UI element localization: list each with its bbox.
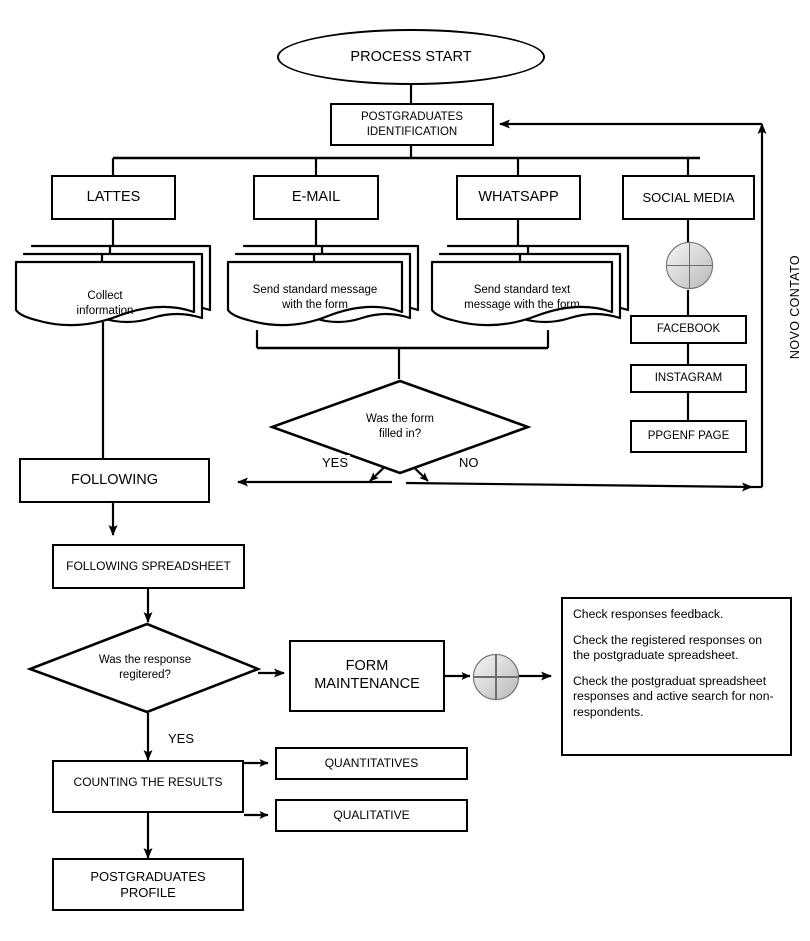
note-panel-check-responses: Check responses feedback. Check the regi… [561, 597, 792, 756]
node-label-wrap: Send standard text message with the form [432, 268, 612, 328]
node-label: PROCESS START [350, 49, 472, 65]
node-label-wrap: Was the response regitered? [49, 622, 241, 714]
node-postgraduates-identification[interactable]: POSTGRADUATES IDENTIFICATION [330, 103, 494, 146]
node-label-wrap: Send standard message with the form [228, 268, 402, 328]
node-label: FOLLOWING [70, 471, 158, 488]
node-lattes[interactable]: LATTES [51, 175, 176, 220]
node-facebook[interactable]: FACEBOOK [630, 315, 747, 344]
node-collect-information[interactable]: Collect information [10, 240, 225, 330]
node-following[interactable]: FOLLOWING [19, 458, 210, 503]
node-counting-the-results[interactable]: COUNTING THE RESULTS [52, 760, 244, 813]
form-maintenance-summing-junction[interactable] [473, 654, 519, 700]
edge-label-novo-contato: NOVO CONTATO [788, 254, 802, 360]
node-label: POSTGRADUATES PROFILE [90, 868, 206, 900]
node-label: FACEBOOK [656, 323, 721, 336]
node-process-start[interactable]: PROCESS START [277, 29, 545, 85]
node-label: INSTAGRAM [654, 372, 723, 385]
node-label: QUANTITATIVES [324, 756, 419, 771]
social-media-summing-junction[interactable] [666, 242, 713, 289]
node-following-spreadsheet[interactable]: FOLLOWING SPREADSHEET [52, 544, 245, 589]
node-send-standard-text[interactable]: Send standard text message with the form [426, 240, 641, 330]
node-label: COUNTING THE RESULTS [73, 775, 223, 789]
node-decision-response-registered[interactable]: Was the response regitered? [27, 622, 261, 714]
node-whatsapp[interactable]: WHATSAPP [456, 175, 581, 220]
node-label: Send standard message with the form [252, 283, 378, 311]
node-label: WHATSAPP [478, 188, 559, 205]
node-label: SOCIAL MEDIA [642, 189, 735, 205]
note-line-1: Check responses feedback. [573, 607, 724, 621]
node-label-wrap: Was the form filled in? [269, 379, 531, 475]
edge-label-yes-response: YES [166, 731, 197, 746]
node-instagram[interactable]: INSTAGRAM [630, 364, 747, 393]
edge-label-no-form: NO [457, 455, 481, 470]
node-email[interactable]: E-MAIL [253, 175, 379, 220]
node-label: FORM MAINTENANCE [314, 658, 420, 692]
node-label: FOLLOWING SPREADSHEET [66, 559, 231, 574]
node-decision-form-filled[interactable]: Was the form filled in? [269, 379, 531, 475]
node-qualitative[interactable]: QUALITATIVE [275, 799, 468, 832]
note-line-2: Check the registered responses on the po… [573, 632, 763, 663]
node-social-media[interactable]: SOCIAL MEDIA [622, 175, 755, 220]
node-quantitatives[interactable]: QUANTITATIVES [275, 747, 468, 780]
node-label: Was the form filled in? [366, 413, 434, 440]
node-postgraduates-profile[interactable]: POSTGRADUATES PROFILE [52, 858, 244, 911]
node-label-wrap: Collect information [16, 274, 194, 334]
node-label: QUALITATIVE [333, 808, 410, 823]
node-ppgenf-page[interactable]: PPGENF PAGE [630, 420, 747, 453]
note-line-3: Check the postgraduat spreadsheet respon… [573, 673, 774, 720]
node-label: Collect information [76, 289, 134, 317]
node-label: E-MAIL [291, 188, 341, 205]
node-label: Was the response regitered? [98, 654, 192, 681]
node-send-standard-message[interactable]: Send standard message with the form [222, 240, 432, 330]
edge-label-yes-form: YES [320, 455, 351, 470]
node-form-maintenance[interactable]: FORM MAINTENANCE [289, 640, 445, 712]
node-label: LATTES [86, 188, 141, 205]
node-label: PPGENF PAGE [647, 430, 730, 443]
node-label: POSTGRADUATES IDENTIFICATION [360, 111, 464, 138]
node-label: Send standard text message with the form [464, 283, 580, 311]
